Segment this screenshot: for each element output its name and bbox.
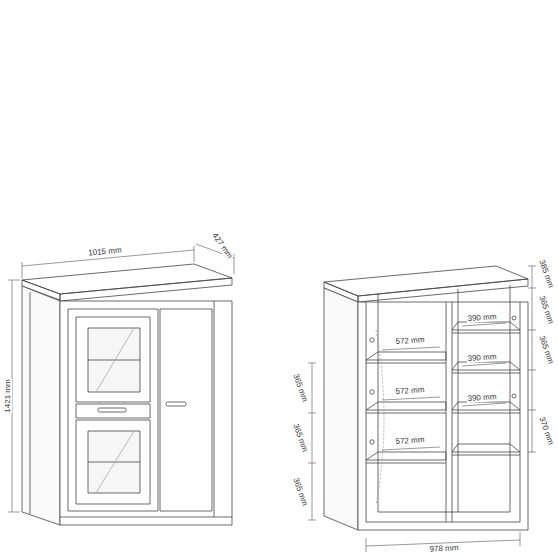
dimension-label: 365 mm [291,372,309,404]
dimension-label: 385 mm [537,258,555,290]
dimension-label: 427 mm [210,231,234,261]
dimension-label: 365 mm [537,294,555,326]
dimension-label: 1015 mm [87,246,123,257]
dimension-label: 365 mm [291,422,309,454]
dimension-label: 365 mm [291,476,309,508]
dimension-label: 1421 mm [4,378,12,413]
dimension-label: 978 mm [428,544,459,554]
dimension-lines [308,266,536,552]
dimension-lines [8,244,234,512]
cabinet-interior-view [324,266,528,530]
dimension-label: 370 mm [537,415,555,447]
cabinet-front-view [22,264,232,525]
dimension-label: 365 mm [537,334,555,366]
